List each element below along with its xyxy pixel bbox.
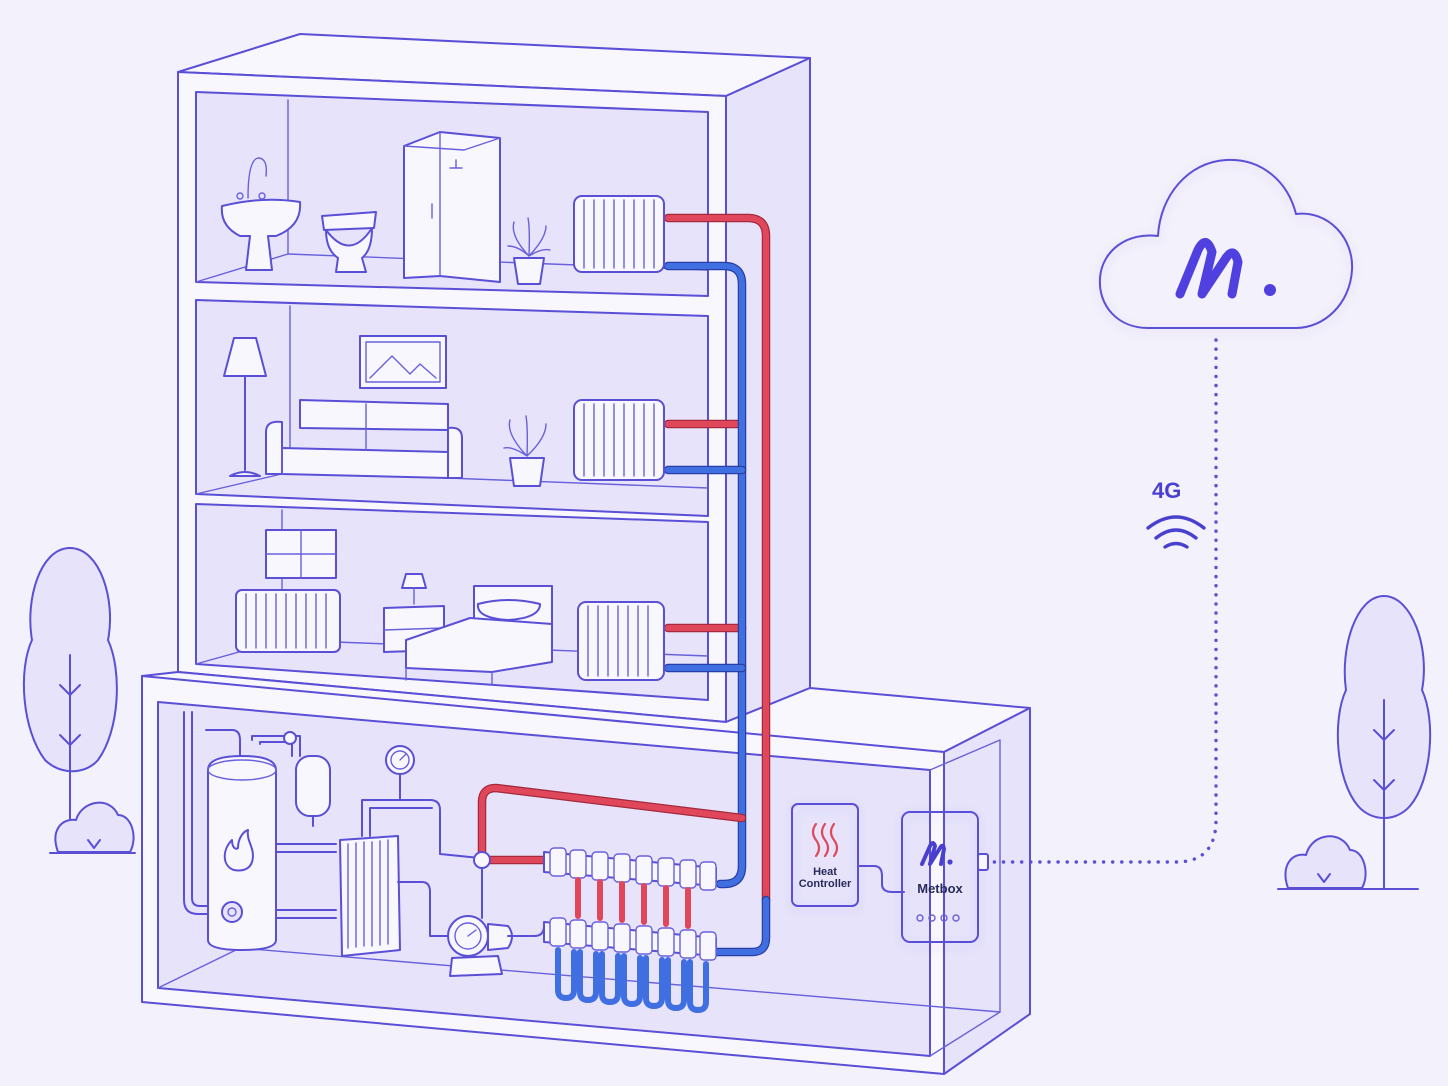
pressure-gauge-top: [385, 745, 415, 801]
cloud-brand-logo-icon: [1175, 238, 1276, 299]
floor-lamp: [223, 337, 267, 477]
sink: [220, 157, 302, 271]
metbox-label: Metbox: [917, 881, 963, 896]
manifold-valve: [473, 851, 491, 919]
radiator-floor-3: [573, 195, 665, 273]
radiator-floor-2: [573, 399, 665, 481]
cloud-icon: [1098, 158, 1354, 329]
heat-controller-device: [791, 803, 859, 907]
metbox-leds: [916, 914, 960, 922]
tree-right: [1336, 595, 1432, 889]
pipe-network: [477, 213, 771, 957]
radiator-bedroom-wall: [235, 589, 341, 653]
network-link: [992, 338, 1218, 864]
heat-waves-icon: [811, 822, 839, 858]
metbox-device: [901, 811, 979, 943]
bush-left: [49, 801, 136, 854]
circulation-pump: [447, 915, 545, 977]
flame-icon: [223, 829, 254, 872]
controller-cable: [857, 865, 905, 893]
boiler-pipes: [183, 711, 337, 919]
metbox-antenna-connector: [977, 853, 989, 871]
wall-picture: [359, 335, 447, 389]
manifold-risers: [555, 877, 709, 1013]
radiator-floor-1: [577, 601, 665, 681]
metbox-logo-icon: [920, 841, 953, 866]
shower: [403, 131, 501, 283]
bush-right: [1277, 835, 1419, 890]
expansion-tank: [295, 755, 331, 827]
window: [265, 529, 337, 579]
tree-left: [22, 547, 118, 853]
plant-bathroom: [507, 217, 551, 285]
plant-living: [503, 415, 547, 487]
sofa: [265, 399, 463, 479]
toilet: [321, 211, 377, 273]
heat-controller-label-line2: Controller: [798, 878, 852, 891]
heat-exchanger: [339, 799, 481, 957]
heat-controller-label: Heat Controller: [792, 866, 858, 890]
network-label: 4G: [1152, 478, 1182, 503]
manifold-bottom: [543, 917, 717, 961]
heat-controller-label-line1: Heat: [813, 866, 837, 878]
bed: [405, 585, 553, 685]
wifi-signal-icon: [1146, 515, 1206, 549]
